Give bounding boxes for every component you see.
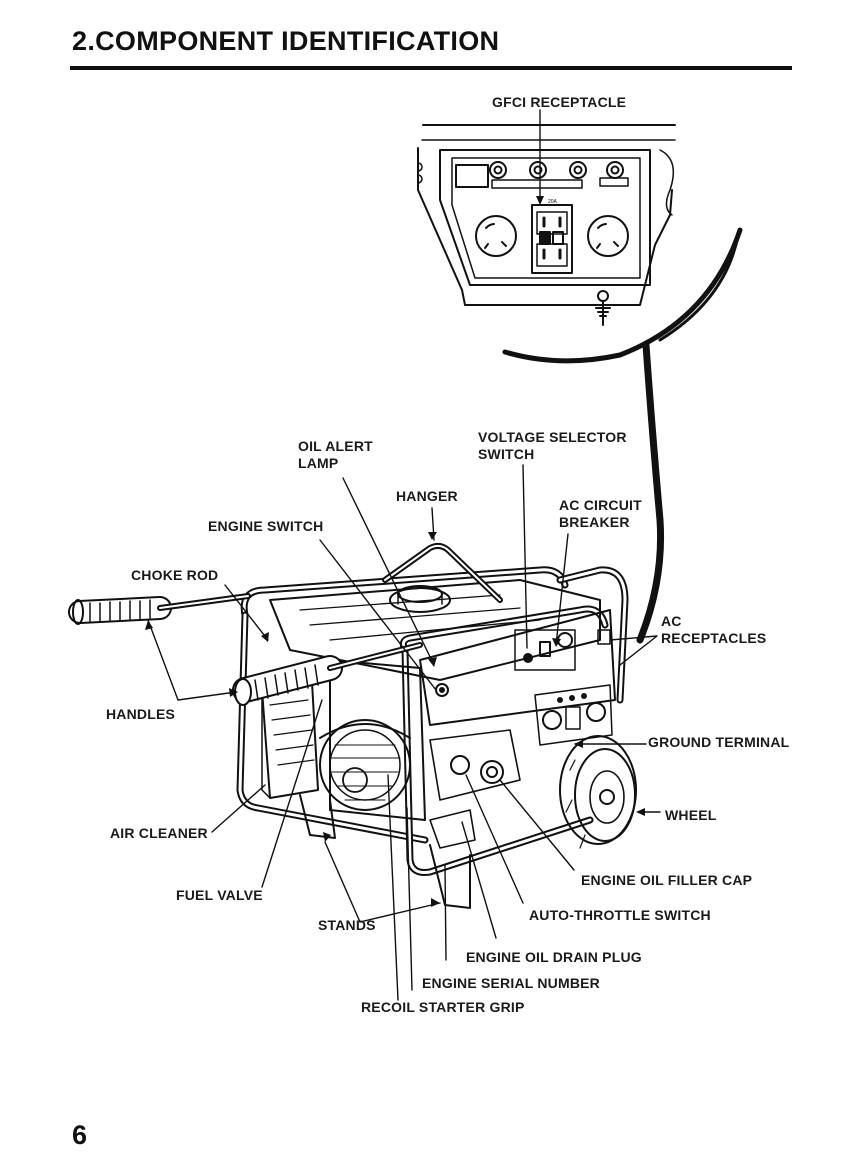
leader-arrowheads [145, 196, 645, 907]
page-number: 6 [72, 1120, 88, 1150]
title-rule [70, 66, 792, 70]
label-voltage-selector-switch: VOLTAGE SELECTOR SWITCH [478, 429, 627, 462]
label-engine-serial-number: ENGINE SERIAL NUMBER [422, 975, 600, 991]
label-air-cleaner: AIR CLEANER [110, 825, 208, 841]
label-ac-receptacles: AC RECEPTACLES [661, 613, 767, 646]
label-engine-oil-drain-plug: ENGINE OIL DRAIN PLUG [466, 949, 642, 965]
label-ac-circuit-breaker: AC CIRCUIT BREAKER [559, 497, 642, 530]
label-ground-terminal: GROUND TERMINAL [648, 734, 790, 750]
label-oil-alert-lamp: OIL ALERT LAMP [298, 438, 373, 471]
magnifier-connector [636, 341, 665, 644]
label-gfci-receptacle: GFCI RECEPTACLE [492, 94, 627, 110]
magnifier-outline [502, 227, 743, 364]
label-wheel: WHEEL [665, 807, 717, 823]
label-handles: HANDLES [106, 706, 176, 722]
gfci-amp-marking: 20A [548, 199, 558, 205]
control-panel-inset [417, 124, 676, 326]
label-auto-throttle-switch: AUTO-THROTTLE SWITCH [529, 907, 711, 923]
label-hanger: HANGER [396, 488, 458, 504]
label-recoil-starter-grip: RECOIL STARTER GRIP [361, 999, 525, 1015]
label-engine-oil-filler-cap: ENGINE OIL FILLER CAP [581, 872, 753, 888]
label-fuel-valve: FUEL VALVE [176, 887, 263, 903]
label-engine-switch: ENGINE SWITCH [208, 518, 324, 534]
leader-lines [147, 109, 661, 1001]
generator-body [68, 542, 637, 909]
label-stands: STANDS [318, 917, 376, 933]
page-title: 2.COMPONENT IDENTIFICATION [72, 26, 500, 56]
label-choke-rod: CHOKE ROD [131, 567, 219, 583]
